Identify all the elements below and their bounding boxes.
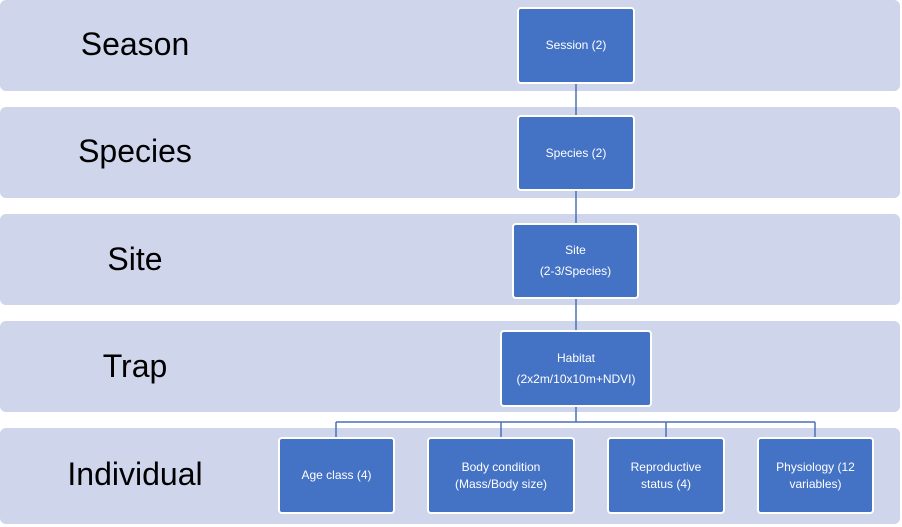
node-physiology-line1: Physiology (12	[776, 459, 855, 474]
node-species: Species (2)	[517, 115, 635, 191]
level-label-trap: Trap	[102, 348, 168, 384]
node-site: Site (2-3/Species)	[512, 223, 639, 299]
node-age-class-text: Age class (4)	[301, 468, 372, 482]
level-band-site	[0, 214, 900, 305]
node-habitat-title: Habitat	[556, 350, 596, 365]
level-band-trap	[0, 321, 900, 412]
node-habitat-detail: (2x2m/10x10m+NDVI)	[516, 371, 636, 386]
level-band-season	[0, 0, 900, 91]
node-reproductive-status-line1: Reproductive	[630, 459, 702, 474]
node-habitat: Habitat (2x2m/10x10m+NDVI)	[500, 330, 652, 407]
level-label-species: Species	[78, 133, 192, 169]
node-body-condition: Body condition (Mass/Body size)	[427, 437, 575, 514]
node-age-class: Age class (4)	[278, 437, 395, 514]
node-body-condition-detail: (Mass/Body size)	[454, 476, 548, 491]
node-physiology-line2: variables)	[789, 476, 842, 491]
node-reproductive-status-line2: status (4)	[640, 476, 691, 491]
level-band-species	[0, 107, 900, 198]
level-label-individual: Individual	[67, 456, 203, 492]
node-session: Session (2)	[517, 7, 635, 84]
node-session-text: Session (2)	[545, 38, 607, 52]
level-label-site: Site	[107, 241, 163, 277]
node-site-title: Site	[565, 243, 586, 257]
node-site-detail: (2-3/Species)	[539, 264, 612, 278]
node-body-condition-title: Body condition	[461, 459, 541, 474]
node-species-text: Species (2)	[545, 145, 607, 160]
level-label-season: Season	[80, 26, 190, 62]
node-physiology: Physiology (12 variables)	[757, 437, 874, 514]
node-reproductive-status: Reproductive status (4)	[607, 437, 725, 514]
